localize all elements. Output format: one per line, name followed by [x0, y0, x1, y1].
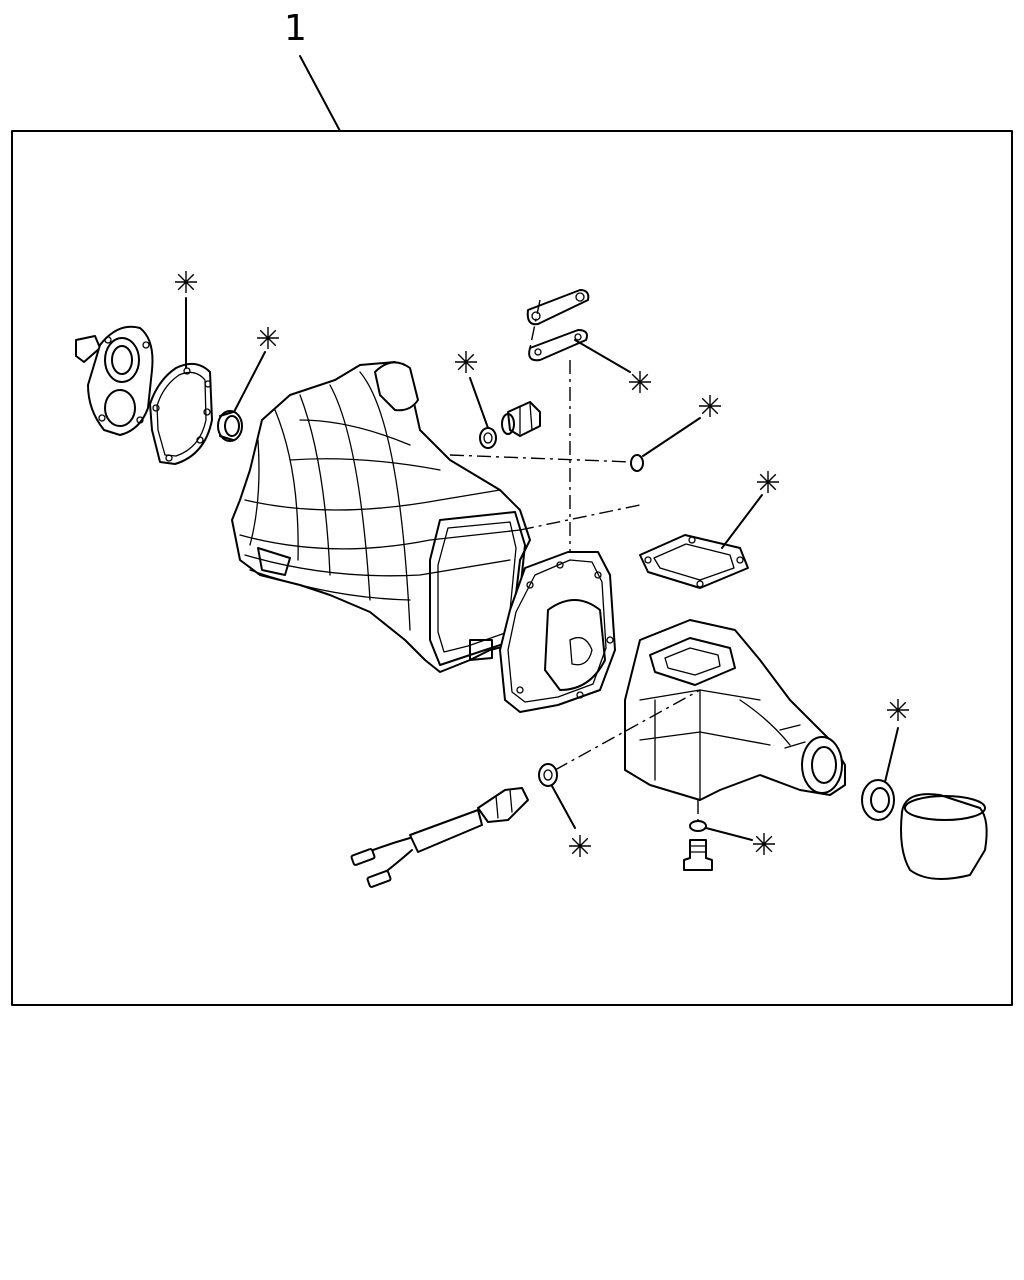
leader-drain-washer: [705, 827, 753, 841]
extension-seal-mark: [887, 699, 909, 721]
switch-washer-mark: [569, 835, 591, 857]
leader-ext-seal: [884, 727, 899, 783]
leader-cover-gasket: [574, 339, 631, 373]
adapter-plate: [499, 551, 616, 713]
cover-gasket-mark: [629, 371, 651, 393]
drain-plug: [683, 839, 713, 871]
leader-front-seal: [233, 351, 266, 413]
axis-line-link: [529, 299, 541, 349]
extension-oil-seal: [861, 779, 895, 821]
o-ring-mark: [699, 395, 721, 417]
speed-sensor: [350, 787, 529, 888]
leader-plug-washer: [469, 377, 489, 429]
front-oil-seal-mark: [257, 327, 279, 349]
rear-gasket-mark: [175, 271, 197, 293]
kit-marks: [175, 271, 909, 857]
drain-washer: [689, 820, 707, 832]
plug-washer: [479, 427, 497, 449]
leader-shift-gasket: [721, 494, 763, 549]
drain-washer-mark: [753, 833, 775, 855]
axis-line-middle: [519, 504, 641, 531]
rear-gasket: [149, 362, 213, 465]
cover-gasket: [528, 329, 588, 362]
o-ring: [630, 454, 644, 472]
dust-boot: [900, 793, 988, 880]
callout-number: 1: [284, 8, 307, 49]
axis-line-lower: [554, 689, 701, 771]
assembly-frame: [11, 130, 1013, 1006]
fill-plug: [501, 401, 541, 437]
switch-washer: [538, 763, 558, 787]
leader-switch-washer: [551, 785, 576, 829]
plug-washer-mark: [455, 351, 477, 373]
leader-o-ring: [642, 417, 701, 457]
shift-cover-gasket-mark: [757, 471, 779, 493]
transmission-case: [231, 361, 531, 673]
shift-link: [526, 289, 590, 326]
extension-housing: [624, 619, 846, 801]
rear-cover: [75, 325, 154, 436]
front-oil-seal: [217, 410, 243, 442]
callout-leader: [299, 55, 341, 132]
shift-cover-gasket: [639, 534, 749, 589]
axis-line-upper: [449, 454, 633, 463]
